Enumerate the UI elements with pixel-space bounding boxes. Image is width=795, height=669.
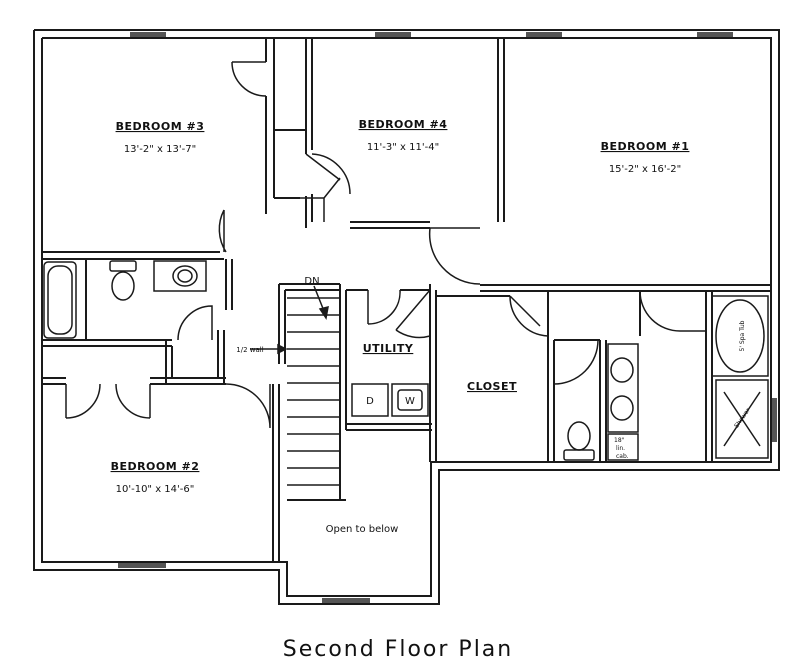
labels: BEDROOM #3 13'-2" x 13'-7" BEDROOM #4 11… <box>111 118 752 662</box>
half-wall-label: 1/2 wall <box>236 346 263 354</box>
bedroom4-dimensions: 11'-3" x 11'-4" <box>367 142 439 153</box>
doors <box>65 61 706 429</box>
linen-cab-size: 18" <box>614 437 625 444</box>
exterior-walls <box>33 29 780 605</box>
plan-title: Second Floor Plan <box>283 637 514 662</box>
closet-label: CLOSET <box>467 380 517 393</box>
interior-walls <box>42 38 771 562</box>
bedroom1-label: BEDROOM #1 <box>601 140 690 153</box>
linen-cab-cab: cab. <box>616 453 629 460</box>
open-below-label: Open to below <box>326 524 399 535</box>
bedroom4-label: BEDROOM #4 <box>359 118 448 131</box>
fixtures <box>43 260 769 461</box>
spa-tub-label: 5' Spa Tub <box>739 320 746 351</box>
stair-treads <box>287 297 340 486</box>
dryer-label: D <box>366 396 374 407</box>
bedroom3-label: BEDROOM #3 <box>116 120 205 133</box>
bedroom2-dimensions: 10'-10" x 14'-6" <box>116 484 195 495</box>
linen-cab-lin: lin. <box>616 445 625 452</box>
stair-arrow <box>250 285 329 355</box>
windows <box>118 32 777 603</box>
washer-label: W <box>405 396 415 407</box>
bedroom3-dimensions: 13'-2" x 13'-7" <box>124 144 196 155</box>
stair-dn-label: DN <box>304 276 319 287</box>
utility-label: UTILITY <box>363 342 414 355</box>
bedroom2-label: BEDROOM #2 <box>111 460 200 473</box>
bedroom1-dimensions: 15'-2" x 16'-2" <box>609 164 681 175</box>
